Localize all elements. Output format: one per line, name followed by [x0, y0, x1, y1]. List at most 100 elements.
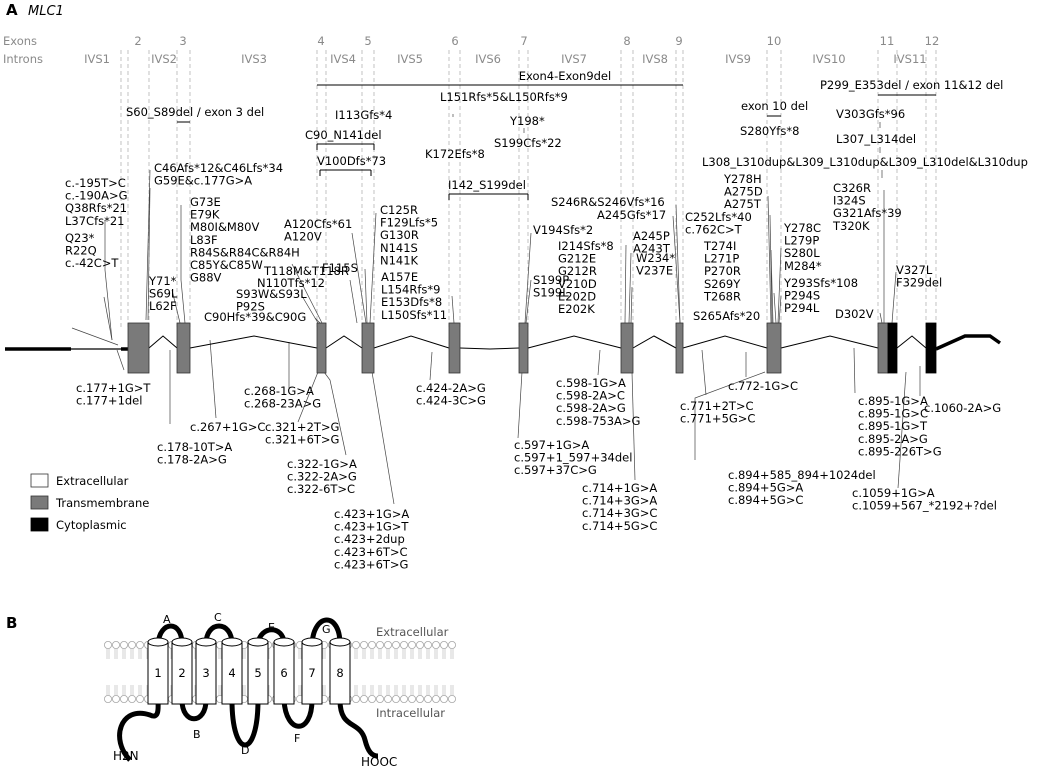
mutation-above-4-1: S69L — [149, 287, 178, 301]
mutation-below-13-0: c.895-1G>A — [858, 394, 928, 408]
lipid-head-0-2 — [120, 641, 129, 650]
lipid-head-1-41 — [431, 695, 440, 704]
mutation-below-0-0: c.177+1G>T — [76, 381, 151, 395]
mutation-above-25-2: P294L — [784, 301, 820, 315]
helix-cap-4 — [221, 637, 243, 647]
helix-cap-8 — [329, 637, 351, 647]
deletion-exon10: exon 10 del — [741, 99, 808, 113]
helix-label-1: 1 — [154, 666, 161, 680]
mutation-below-7-1: c.424-3C>G — [416, 394, 486, 408]
deletion-p299: P299_E353del / exon 11&12 del — [820, 78, 1003, 92]
mutation-above-19-0: W234* — [636, 251, 675, 265]
mutation-below-13-1: c.895-1G>C — [858, 407, 928, 421]
exon-6-box — [448, 322, 461, 374]
legend-swatch-cytoplasmic — [30, 517, 49, 532]
mutation-above-26-1: I324S — [833, 194, 866, 208]
lipid-head-1-36 — [391, 695, 400, 704]
exon-2-box — [127, 322, 150, 374]
mutation-above-22-0: T274I — [703, 239, 736, 253]
helix-5: 5 — [247, 637, 269, 705]
mutation-below-6-1: c.423+1G>T — [334, 520, 409, 534]
mutation-above-17-5: E202K — [558, 302, 595, 316]
lipid-head-0-38 — [407, 641, 416, 650]
mutation-above-11-1: F129Lfs*5 — [380, 216, 438, 230]
deletion-y198: Y198* — [509, 114, 545, 128]
mutation-above-28-0: V327L — [896, 263, 933, 277]
mutation-above-25-0: Y293Sfs*108 — [783, 276, 858, 290]
lipid-head-1-0 — [104, 695, 113, 704]
mutation-above-28-1: F329del — [896, 276, 942, 290]
helix-cap-3 — [195, 637, 217, 647]
mutation-above-1-1: R22Q — [65, 244, 97, 258]
loop-g — [309, 617, 343, 645]
mutation-above-3-3: L83F — [190, 233, 218, 247]
mutation-above-3-5: C85Y&C85W — [190, 258, 263, 272]
mutation-above-17-1: G212E — [558, 252, 596, 266]
exon-label-12: 12 — [925, 34, 940, 48]
lipid-head-1-38 — [407, 695, 416, 704]
exon-boundary-guides — [120, 50, 937, 330]
lipid-head-0-39 — [415, 641, 424, 650]
mutation-above-23-0: Y278H — [723, 172, 762, 186]
helix-7: 7 — [301, 637, 323, 705]
mutation-above-12-1: L154Rfs*9 — [381, 283, 440, 297]
mutation-below-1-1: c.178-2A>G — [157, 453, 227, 467]
legend-swatch-transmembrane — [30, 495, 49, 510]
mutation-above-1-0: Q23* — [65, 231, 95, 245]
mutation-above-22-1: L271P — [704, 252, 739, 266]
helix-3: 3 — [195, 637, 217, 705]
intron-label-ivs11: IVS11 — [893, 52, 926, 66]
mutation-above-24-0: Y278C — [783, 221, 821, 235]
lipid-head-1-34 — [375, 695, 384, 704]
exon-label-11: 11 — [880, 34, 895, 48]
mutation-above-6-1: P92S — [236, 300, 265, 314]
mutation-above-12-0: A157E — [381, 270, 418, 284]
loop-d — [229, 699, 261, 748]
exon-label-2: 2 — [134, 34, 141, 48]
exon-9-box — [675, 322, 684, 374]
deletion-s280: S280Yfs*8 — [740, 124, 799, 138]
helix-label-6: 6 — [280, 666, 287, 680]
mutation-above-23-2: A275T — [724, 197, 762, 211]
c-terminal-tail — [337, 699, 379, 759]
panel-a-label: A — [6, 1, 18, 19]
exon-11-tm-box — [877, 322, 889, 374]
mutation-above-6-0: S93W&S93L — [236, 287, 307, 301]
lipid-head-1-31 — [351, 695, 360, 704]
exon-label-7: 7 — [520, 34, 527, 48]
mutation-above-3-2: M80I&M80V — [190, 220, 259, 234]
n-terminus-label: H2N — [113, 749, 139, 763]
loop-label-f: F — [294, 732, 300, 745]
mutation-below-11-1: c.771+5G>C — [680, 412, 755, 426]
panel-b-label: B — [6, 614, 17, 632]
mutation-above-12-3: L150Sfs*11 — [381, 308, 447, 322]
helix-4: 4 — [221, 637, 243, 705]
legend-swatch-extracellular — [30, 473, 49, 488]
mutation-above-9-0: A120Cfs*61 — [284, 217, 352, 231]
deletion-l151: L151Rfs*5&L150Rfs*9 — [440, 90, 568, 104]
exon-label-6: 6 — [451, 34, 458, 48]
mutation-above-22-3: S269Y — [704, 277, 741, 291]
deletion-v100: V100Dfs*73 — [317, 154, 386, 168]
mutation-above-21-0: S265Afs*20 — [693, 309, 760, 323]
mutation-above-26-3: T320K — [832, 219, 870, 233]
lipid-head-1-37 — [399, 695, 408, 704]
mutation-above-20-1: c.762C>T — [685, 223, 743, 237]
mutation-below-8-1: c.598-2A>C — [556, 389, 625, 403]
mutation-above-13-0: V194Sfs*2 — [533, 223, 593, 237]
mutation-below-0-1: c.177+1del — [76, 394, 142, 408]
exon-label-3: 3 — [179, 34, 186, 48]
mutation-below-14-1: c.894+5G>A — [728, 481, 803, 495]
mutation-above-14-0: S199P — [533, 273, 569, 287]
mutation-above-19-1: V237E — [636, 264, 673, 278]
helix-1: 1 — [147, 637, 169, 705]
mutation-labels-below: c.177+1G>Tc.177+1delc.178-10T>Ac.178-2A>… — [76, 376, 1001, 571]
lipid-head-1-39 — [415, 695, 424, 704]
mutation-below-6-4: c.423+6T>G — [334, 557, 408, 571]
mutation-above-14-1: S199L — [533, 286, 569, 300]
exon-8-box — [620, 322, 634, 374]
exon-10-box — [766, 322, 782, 374]
mutation-above-3-6: G88V — [190, 271, 222, 285]
